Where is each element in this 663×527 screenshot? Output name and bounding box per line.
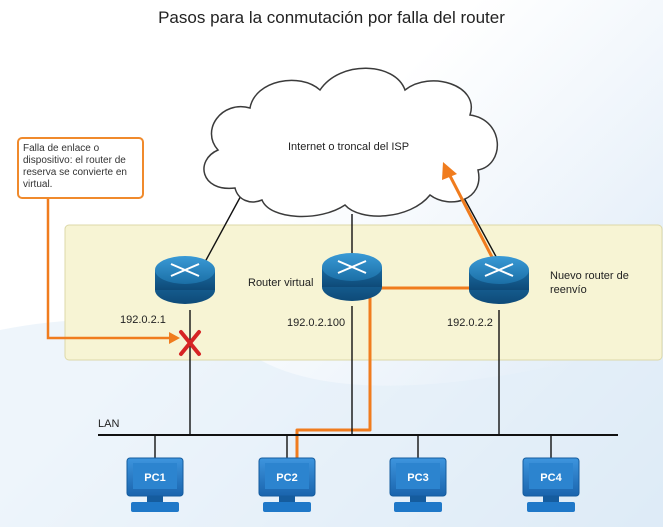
ip-router-2: 192.0.2.2 xyxy=(447,317,493,329)
callout-arrow xyxy=(46,198,174,340)
virtual-router-label: Router virtual xyxy=(248,277,314,289)
router-1 xyxy=(155,256,215,304)
ip-router-1: 192.0.2.1 xyxy=(120,314,166,326)
pc-2: PC2 xyxy=(258,457,316,512)
pc-label: PC2 xyxy=(276,472,297,484)
pc-label: PC4 xyxy=(540,472,562,484)
pc-3: PC3 xyxy=(389,457,447,512)
router-arrows-icon xyxy=(484,263,514,277)
router-2 xyxy=(469,256,529,304)
virtual-router xyxy=(322,253,382,301)
router-arrows-icon xyxy=(337,260,367,274)
internet-cloud xyxy=(203,67,499,218)
lan-label: LAN xyxy=(98,418,120,430)
pc-label: PC3 xyxy=(407,472,428,484)
diagram-title: Pasos para la conmutación por falla del … xyxy=(158,8,505,27)
failure-x-icon xyxy=(179,330,201,356)
pc-4: PC4 xyxy=(522,457,580,512)
failure-callout: Falla de enlace o dispositivo: el router… xyxy=(17,137,144,199)
traffic-arrowhead xyxy=(442,162,457,180)
callout-arrowhead xyxy=(169,332,180,344)
link-router2-cloud xyxy=(462,195,500,263)
router-arrows-icon xyxy=(170,263,200,277)
ip-virtual-router: 192.0.2.100 xyxy=(287,317,346,329)
cloud-label: Internet o troncal del ISP xyxy=(288,141,410,153)
new-router-label: Nuevo router de reenvío xyxy=(550,270,629,296)
pc-label: PC1 xyxy=(144,472,165,484)
pc-1: PC1 xyxy=(126,457,184,512)
link-router1-cloud xyxy=(204,191,244,263)
